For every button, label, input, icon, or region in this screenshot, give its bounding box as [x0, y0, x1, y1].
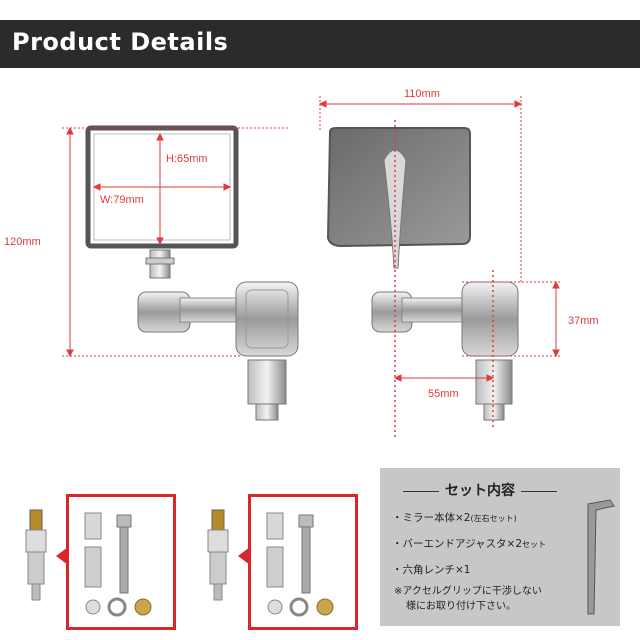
parts-box-left — [66, 494, 176, 630]
dimension-total-width: 110mm — [404, 88, 440, 100]
right-mirror-view — [326, 127, 519, 421]
set-item-wrench-text: ・六角レンチ×1 — [392, 564, 471, 576]
set-item-wrench: ・六角レンチ×1 — [392, 562, 470, 577]
bar-end-assembly-right — [207, 509, 229, 601]
parts-box-right — [248, 494, 358, 630]
install-note-line1: ※アクセルグリップに干渉しない — [394, 586, 542, 597]
dimension-mirror-height: H:65mm — [166, 153, 208, 165]
page-title: Product Details — [12, 28, 229, 56]
right-dimension-lines — [318, 96, 560, 438]
set-item-adjuster-text: ・バーエンドアジャスタ×2 — [392, 538, 523, 550]
parts-right-icons — [266, 512, 334, 617]
hex-wrench-icon — [587, 499, 615, 615]
install-note: ※アクセルグリップに干渉しない 様にお取り付け下さい。 — [394, 584, 542, 614]
dimension-total-height: 120mm — [4, 236, 41, 248]
set-contents-panel: セット内容 ・ミラー本体×2(左右セット) ・バーエンドアジャスタ×2セット ・… — [380, 468, 620, 626]
pointer-arrow-right — [238, 547, 250, 565]
bar-end-assembly-left — [25, 509, 47, 601]
dimension-mirror-width: W:79mm — [100, 194, 144, 206]
set-item-mirror-note: (左右セット) — [470, 514, 517, 523]
left-mirror-view — [85, 125, 299, 421]
set-item-mirror: ・ミラー本体×2(左右セット) — [392, 510, 517, 525]
install-note-line2: 様にお取り付け下さい。 — [406, 601, 516, 612]
parts-left-icons — [84, 512, 152, 617]
dimension-offset: 55mm — [428, 388, 459, 400]
header-bar: Product Details — [0, 20, 640, 68]
set-item-mirror-text: ・ミラー本体×2 — [392, 512, 471, 524]
left-dimension-lines — [62, 126, 290, 358]
pointer-arrow-left — [56, 547, 68, 565]
dimension-clamp-height: 37mm — [568, 315, 599, 327]
set-item-adjuster-note: セット — [522, 540, 547, 549]
set-contents-title: セット内容 — [380, 480, 580, 500]
product-diagram — [62, 96, 560, 438]
set-item-adjuster: ・バーエンドアジャスタ×2セット — [392, 536, 546, 551]
